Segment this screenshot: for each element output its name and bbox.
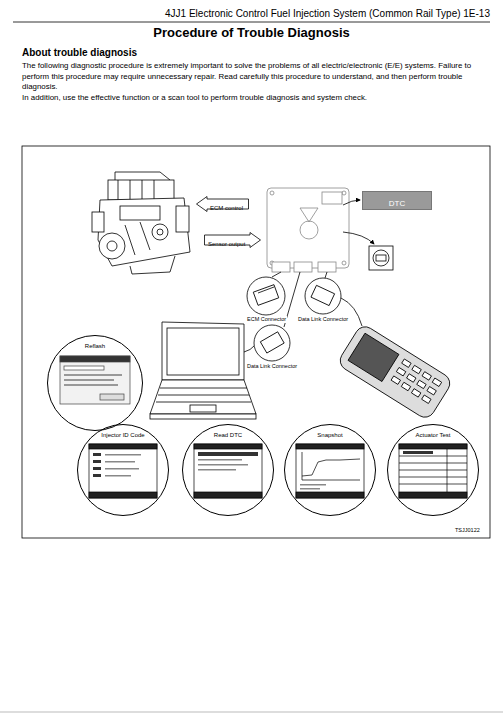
- function-circle: Actuator Test: [387, 424, 479, 516]
- engine-drawing: [92, 172, 190, 274]
- function-circle: Reflash: [47, 335, 143, 431]
- page-header: 4JJ1 Electronic Control Fuel Injection S…: [13, 7, 490, 20]
- arrow-label: Sensor output: [208, 236, 245, 252]
- actuator-test-screen: [399, 444, 467, 498]
- box-label: DTC: [389, 195, 405, 212]
- laptop-drawing: [150, 322, 256, 419]
- header-rule: [13, 22, 490, 23]
- callout-label: Data Link Connector: [297, 316, 349, 323]
- arrow-box: ECM control: [196, 196, 249, 212]
- body-paragraph: In addition, use the effective function …: [22, 93, 490, 104]
- footer-rule: [0, 712, 503, 713]
- callout-label: Data Link Connector: [246, 363, 298, 370]
- function-circle: Injector ID Code: [77, 424, 169, 516]
- scan-tool-drawing: [336, 323, 453, 421]
- arrow-box: Sensor output: [204, 232, 261, 248]
- page-title: Procedure of Trouble Diagnosis: [0, 25, 503, 40]
- callout-label: ECM Connector: [246, 316, 287, 323]
- circle-heading: Reflash: [83, 343, 107, 350]
- injector-id-screen: [89, 444, 157, 498]
- check-engine-lamp: [369, 246, 393, 270]
- output-arrow: [343, 232, 374, 244]
- function-circle: Read DTC: [182, 424, 274, 516]
- ecm-drawing: [267, 188, 349, 272]
- body-paragraph: The following diagnostic procedure is ex…: [22, 61, 490, 93]
- dtc-box: DTC: [362, 191, 432, 210]
- circle-heading: Snapshot: [315, 432, 344, 439]
- read-dtc-screen: [194, 444, 262, 498]
- snapshot-screen: [296, 444, 364, 498]
- figure-frame: [22, 146, 490, 538]
- circle-heading: Injector ID Code: [99, 432, 146, 439]
- circle-heading: Actuator Test: [414, 432, 453, 439]
- section-heading: About trouble diagnosis: [22, 46, 137, 59]
- reflash-screen: [60, 356, 130, 404]
- figure-code: TSJJ0122: [454, 527, 481, 534]
- arrow-label: ECM control: [210, 200, 243, 216]
- function-circle: Snapshot: [284, 424, 376, 516]
- circle-heading: Read DTC: [212, 432, 244, 439]
- connector-callouts: [244, 272, 362, 361]
- output-arrow: [343, 200, 360, 205]
